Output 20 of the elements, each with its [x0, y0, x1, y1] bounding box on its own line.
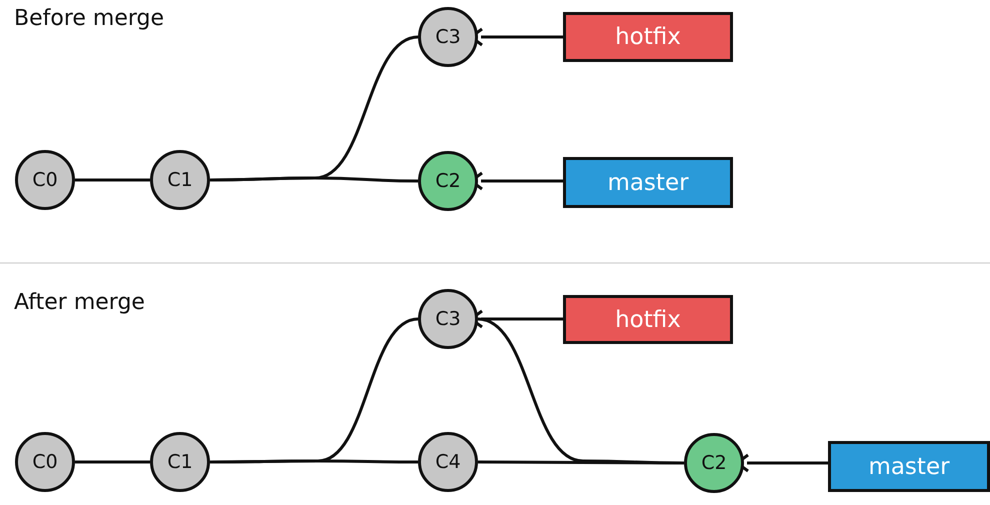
- branch-label-box: master: [563, 157, 733, 208]
- commit-circle: C3: [418, 7, 478, 67]
- commit-circle: C3: [418, 289, 478, 349]
- section-title: After merge: [14, 290, 145, 315]
- branch-label-box: hotfix: [563, 12, 733, 62]
- branch-label-box: master: [828, 441, 990, 492]
- connector-line: [75, 460, 150, 464]
- connector-line: [478, 318, 684, 464]
- connector-line: [210, 36, 418, 182]
- commit-circle: C4: [418, 432, 478, 492]
- commit-circle: C0: [15, 432, 75, 492]
- commit-circle: C0: [15, 150, 75, 210]
- commit-circle: C1: [150, 150, 210, 210]
- commit-circle: C2: [684, 433, 744, 493]
- commit-circle: C2: [418, 151, 478, 211]
- section-title: Before merge: [14, 6, 164, 31]
- branch-label-box: hotfix: [563, 295, 733, 344]
- connector-line: [75, 178, 150, 182]
- commit-circle: C1: [150, 432, 210, 492]
- connector-line: [210, 318, 418, 464]
